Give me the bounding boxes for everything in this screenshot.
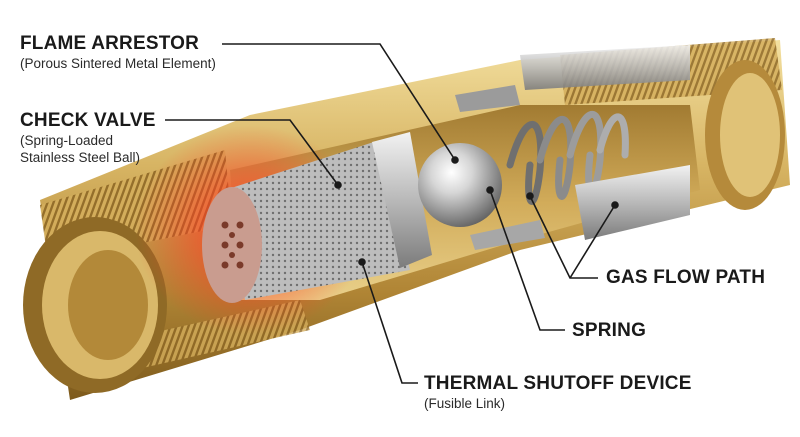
leader-lines <box>165 43 619 384</box>
check-valve-ball <box>418 143 502 227</box>
check-valve-title: CHECK VALVE <box>20 110 156 131</box>
thermal-shutoff-sub: (Fusible Link) <box>424 396 506 411</box>
leader-thermal <box>361 261 418 384</box>
check-valve-sub1: (Spring-Loaded <box>20 133 114 148</box>
leader-spring <box>489 189 565 331</box>
spring-title: SPRING <box>572 320 647 341</box>
steel-ring <box>372 132 432 268</box>
leader-flame-arrestor <box>222 43 456 161</box>
label-flame-arrestor: FLAME ARRESTOR (Porous Sintered Metal El… <box>20 33 216 72</box>
label-spring: SPRING <box>572 320 646 342</box>
gas-flow-path-title: GAS FLOW PATH <box>606 267 766 288</box>
leader-check-valve <box>165 119 339 186</box>
label-check-valve: CHECK VALVE (Spring-Loaded Stainless Ste… <box>20 110 156 166</box>
check-valve-sub2: Stainless Steel Ball) <box>20 150 141 165</box>
flame-arrestor-sub: (Porous Sintered Metal Element) <box>20 56 216 71</box>
inlet-bore <box>23 217 167 393</box>
label-gas-flow-path: GAS FLOW PATH <box>606 267 765 289</box>
thermal-shutoff-title: THERMAL SHUTOFF DEVICE <box>424 373 692 394</box>
flame-arrestor-title: FLAME ARRESTOR <box>20 33 200 54</box>
steel-insert <box>575 165 690 240</box>
label-thermal-shutoff: THERMAL SHUTOFF DEVICE (Fusible Link) <box>424 373 692 412</box>
